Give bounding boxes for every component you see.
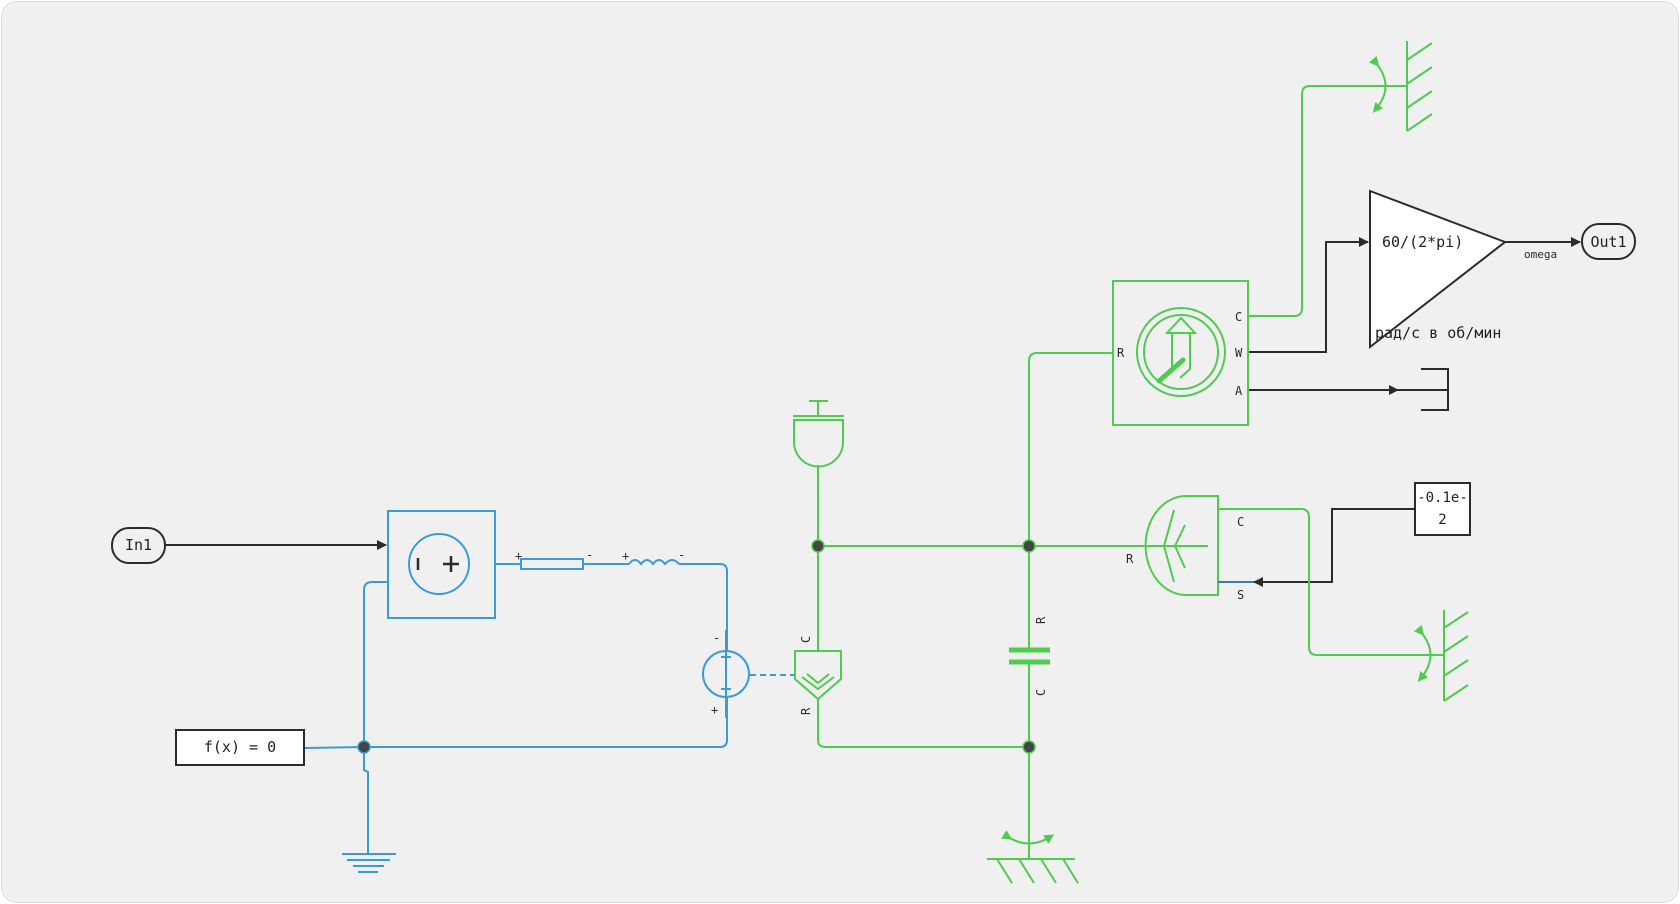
wire-inductor-current-source[interactable] [679,563,728,651]
out1-label: Out1 [1590,233,1626,251]
in1-label: In1 [125,536,152,554]
mechanical-ground-top-icon [1368,41,1433,132]
current-source-minus: - [713,631,720,645]
current-source-plus: + [711,703,718,717]
signal-constant-to-brake[interactable] [1253,508,1415,587]
gain-caption: рад/с в об/мин [1375,324,1501,342]
wire-current-source-return[interactable] [364,697,728,748]
constant-block[interactable]: -0.1e- 2 [1414,482,1471,536]
sensor-port-a: A [1235,384,1243,398]
out1-port[interactable]: Out1 [1581,223,1636,260]
damper-port-c: C [1034,689,1048,696]
resistor-minus: - [586,548,593,562]
damper-port-r: R [1034,616,1048,624]
mechanical-ground-right-icon [1413,610,1469,702]
omega-signal-label: omega [1524,248,1557,261]
sensor-port-w: W [1235,346,1243,360]
inductor[interactable] [628,559,680,566]
motion-sensor-block[interactable] [1112,280,1249,426]
torque-source-block[interactable] [794,650,842,701]
junction-inertia [811,539,825,553]
brake-port-s: S [1237,588,1244,602]
junction-damper-bottom [1022,740,1036,754]
plus-sign-icon [443,556,459,572]
wire-torque-source-r[interactable] [817,699,1029,748]
wire-solver[interactable] [303,746,365,749]
junction-damper-top [1022,539,1036,553]
wire-sensor-c[interactable] [1248,85,1407,317]
brake-port-c: C [1237,515,1244,529]
wire-sensor-r[interactable] [1028,352,1113,546]
signal-w-to-gain[interactable] [1248,237,1369,353]
voltage-source-circle [408,533,470,595]
voltage-source-signs [416,556,459,572]
torque-source-port-r: R [799,707,813,715]
resistor-plus: + [515,549,522,563]
junction-electrical [357,740,371,754]
sensor-port-c: C [1235,310,1242,324]
wire-ground[interactable] [363,747,369,854]
inertia-block[interactable] [793,400,844,468]
inductor-minus: - [678,548,685,562]
solver-configuration-block[interactable]: f(x) = 0 [175,729,305,766]
controlled-voltage-source[interactable] [387,510,496,619]
current-source-ticks [721,656,731,690]
electrical-ground-icon [342,853,396,873]
constant-line1: -0.1e- [1417,490,1468,506]
in1-port[interactable]: In1 [111,527,166,564]
terminator[interactable] [1421,368,1449,411]
brake-port-r: R [1126,552,1134,566]
gain-value: 60/(2*pi) [1382,233,1463,251]
mechanical-ground-bottom-icon [987,830,1079,884]
constant-line2: 2 [1438,512,1446,528]
torque-source-port-c: C [799,636,813,643]
solver-label: f(x) = 0 [204,738,276,756]
rotational-brake-block[interactable] [1144,495,1219,596]
sensor-port-r: R [1117,346,1125,360]
wire-vs-minus[interactable] [363,581,388,747]
gain-block[interactable] [1369,189,1508,350]
rotational-damper-block[interactable] [1009,647,1050,665]
resistor[interactable] [520,558,584,570]
wire-brake-c[interactable] [1218,508,1444,656]
inductor-plus: + [622,549,629,563]
